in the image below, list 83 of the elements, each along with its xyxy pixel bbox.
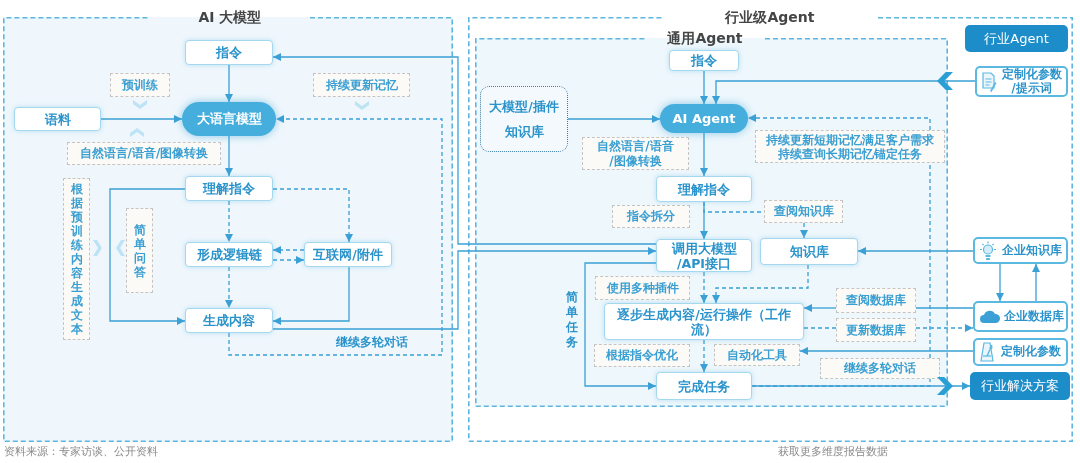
process-box: 调用大模型/API接口	[656, 239, 752, 272]
dashed-arrow	[700, 339, 708, 373]
dashed-arrow	[800, 222, 808, 239]
process-box: 语料	[14, 107, 101, 131]
process-box: 互联网/附件	[304, 242, 392, 267]
group-title: AI 大模型	[198, 8, 262, 26]
arrow	[100, 115, 183, 123]
note-box: 自然语言/语音/图像转换	[582, 137, 689, 170]
dashed-arrow	[747, 114, 931, 131]
note-box: 查阅知识库	[764, 200, 843, 223]
process-box	[973, 338, 1068, 366]
group-panel	[468, 8, 1073, 442]
arrow	[584, 262, 657, 390]
note-box: 自然语言/语音/图像转换	[67, 142, 221, 165]
note-box: 持续更新记忆	[313, 73, 410, 97]
dashed-arrow	[272, 256, 305, 264]
arrow	[857, 247, 974, 255]
dashed-arrow	[225, 200, 233, 243]
note-box: 简单问答	[126, 208, 153, 293]
note-box: 预训练	[110, 73, 170, 97]
dashed-arrow	[272, 246, 305, 254]
header-box: 行业Agent	[965, 25, 1068, 52]
group-title: 行业级Agent	[725, 8, 815, 26]
arrow	[799, 347, 974, 355]
process-box	[973, 237, 1068, 264]
process-box: 生成内容	[185, 308, 273, 333]
group-panel	[3, 8, 453, 442]
process-pill: 大语言模型	[182, 102, 276, 136]
note-box: 继续多轮对话	[820, 358, 940, 379]
dashed-arrow	[228, 115, 443, 356]
node-label: 定制化参数	[999, 345, 1062, 359]
arrow	[803, 304, 837, 312]
note-box: 更新数据库	[836, 318, 916, 342]
arrow	[225, 64, 233, 103]
note-box: 指令拆分	[612, 205, 690, 228]
dashed-arrow	[272, 188, 353, 243]
note-box: 自动化工具	[714, 344, 800, 366]
dashed-arrow	[700, 271, 708, 304]
dashed-line	[803, 327, 837, 329]
node-label: 定制化参数/提示词	[1000, 67, 1063, 96]
resource-box: 大模型/插件 知识库	[480, 86, 568, 152]
process-box	[973, 301, 1068, 332]
process-box: 逐步生成内容/运行操作（工作流）	[604, 303, 804, 340]
arrow	[1032, 263, 1040, 302]
edge-label: 简单任务	[565, 290, 579, 350]
edge-label: 继续多轮对话	[336, 335, 408, 349]
arrow	[272, 53, 657, 245]
dashed-line	[929, 162, 931, 359]
arrow	[272, 247, 657, 330]
result-box: 行业解决方案	[970, 372, 1070, 400]
process-box: 理解指令	[185, 176, 273, 201]
arrow	[700, 70, 708, 105]
process-box: 形成逻辑链	[185, 242, 273, 267]
note-box: 根据预训练内容生成文本	[63, 178, 90, 340]
arrow	[109, 188, 186, 325]
arrow	[225, 135, 233, 177]
note-box: 持续更新短期记忆满足客户需求 持续查询长期记忆锚定任务	[755, 130, 945, 163]
dashed-arrow	[225, 266, 233, 309]
process-box: 指令	[185, 40, 273, 65]
process-pill: AI Agent	[660, 104, 748, 133]
arrow	[272, 266, 350, 325]
process-box: 理解指令	[656, 176, 752, 202]
source-note: 资料来源：专家访谈、公开资料	[4, 445, 158, 458]
note-box: 根据指令优化	[594, 344, 690, 367]
process-box	[975, 66, 1068, 97]
arrow	[996, 263, 1004, 302]
note-box: 使用多种插件	[595, 276, 690, 300]
process-box: 完成任务	[656, 372, 752, 400]
dashed-arrow	[915, 324, 974, 332]
node-label: 企业知识库	[1000, 243, 1063, 258]
dashed-arrow	[712, 264, 809, 304]
group-title: 通用Agent	[667, 29, 743, 47]
dashed-line	[751, 378, 931, 387]
group-panel	[475, 29, 948, 407]
arrow	[567, 115, 661, 123]
footer-note: 获取更多维度报告数据	[778, 445, 888, 458]
arrow	[700, 132, 708, 177]
process-box: 知识库	[760, 238, 858, 265]
process-box: 指令	[669, 50, 739, 71]
connector-line	[915, 307, 974, 309]
node-label: 企业数据库	[1002, 309, 1065, 324]
note-box: 查阅数据库	[836, 288, 916, 313]
arrow	[712, 80, 976, 105]
